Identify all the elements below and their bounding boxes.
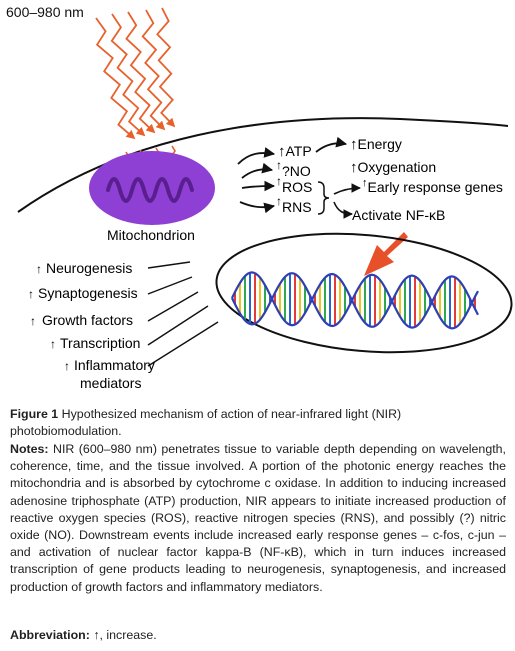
outcome-growth-factors: ↑Growth factors <box>30 312 133 328</box>
nir-ray <box>110 13 146 137</box>
effect-ros: ↑ROS <box>276 174 312 195</box>
outcome-transcription: ↑Transcription <box>50 335 140 351</box>
nfkb-arrow <box>333 201 353 219</box>
effect-rns: ↑RNS <box>276 194 312 215</box>
outcome-mediators: mediators <box>80 375 141 391</box>
nir-ray <box>125 11 156 134</box>
nir-ray <box>141 9 166 131</box>
figure-notes: Notes: NIR (600–980 nm) penetrates tissu… <box>10 441 506 596</box>
outcome-synaptogenesis: ↑Synaptogenesis <box>28 285 138 301</box>
figure-title: Hypothesized mechanism of action of near… <box>10 407 402 439</box>
primary-effect-arrows <box>237 147 276 214</box>
mitochondrion-label: Mitochondrion <box>107 227 195 243</box>
effect-oxygenation: ↑Oxygenation <box>350 159 436 176</box>
nir-ray <box>156 7 176 128</box>
outcome-lines <box>147 261 219 367</box>
dna-helix <box>231 271 479 330</box>
effect-nfkb: Activate NF-κB <box>352 207 445 223</box>
figure-label: Figure 1 <box>10 407 59 421</box>
notes-label: Notes: <box>10 442 49 456</box>
dna-strand <box>231 271 479 330</box>
abbreviation-text: ↑, increase. <box>93 628 157 642</box>
ros-rns-brace <box>317 181 330 215</box>
outcome-neurogenesis: ↑Neurogenesis <box>36 260 132 276</box>
downstream-effects: ↑Energy ↑Oxygenation ↑Early response gen… <box>350 136 503 223</box>
tissue-surface-line <box>17 117 509 213</box>
atp-arrow <box>315 136 348 153</box>
effect-early-response-genes: ↑Early response genes <box>362 177 503 195</box>
primary-effects: ↑ATP ↑?NO ↑ROS ↑RNS <box>276 143 312 215</box>
effect-no: ↑?NO <box>276 158 311 179</box>
nucleus-entry-arrow <box>364 232 408 276</box>
figure-caption: Figure 1 Hypothesized mechanism of actio… <box>10 406 506 440</box>
notes-text: NIR (600–980 nm) penetrates tissue to va… <box>10 442 506 594</box>
outcome-inflammatory: ↑Inflammatory <box>64 357 155 373</box>
nucleus-membrane <box>215 232 513 354</box>
effect-atp: ↑ATP <box>278 143 312 160</box>
early-genes-arrow <box>333 183 361 195</box>
figure-abbreviation: Abbreviation: ↑, increase. <box>10 627 506 644</box>
dna-strand <box>231 272 479 329</box>
nir-light-rays <box>95 7 176 140</box>
nir-ray <box>95 17 136 140</box>
abbreviation-label: Abbreviation: <box>10 628 90 642</box>
effect-energy: ↑Energy <box>350 136 402 153</box>
wavelength-label: 600–980 nm <box>6 4 84 20</box>
mitochondrion-shape <box>89 151 215 225</box>
outcomes: ↑Neurogenesis ↑Synaptogenesis ↑Growth fa… <box>28 260 155 391</box>
mechanism-diagram: 600–980 nm Mitochondrion ↑ATP ↑?NO ↑ROS … <box>6 4 513 391</box>
